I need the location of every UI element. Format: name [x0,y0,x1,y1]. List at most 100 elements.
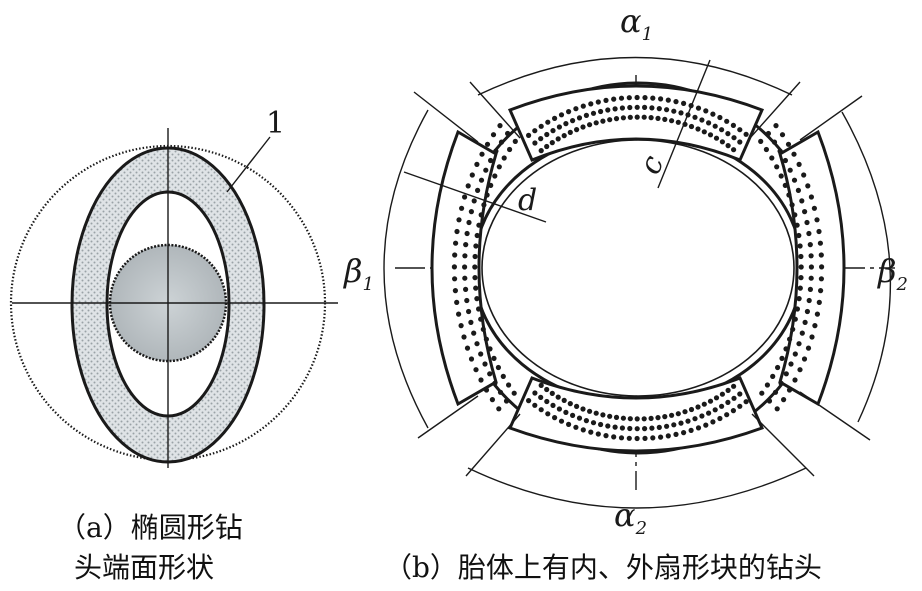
particle-dot [710,419,716,425]
particle-dot [587,408,593,414]
alpha1-dimension-arc [477,56,793,96]
particle-dot [764,382,771,388]
particle-dot [795,187,802,193]
particle-dot [538,382,544,388]
particle-dot [808,264,815,270]
particle-dot [783,371,789,377]
particle-dot [492,173,498,179]
particle-dot [712,123,718,129]
particle-dot [538,394,544,400]
particle-dot [812,323,818,329]
particle-dot [532,402,538,408]
particle-dot [713,135,720,141]
particle-dot [792,377,798,383]
particle-dot [573,106,579,112]
particle-dot [550,128,556,134]
caption-b: （b）胎体上有内、外扇形块的钻头 [384,551,822,584]
particle-dot [468,356,475,362]
particle-dot [743,131,749,137]
particle-dot [642,104,648,110]
c-dimension-line [657,59,711,189]
particle-dot [774,164,780,170]
particle-dot [538,148,544,154]
beta1-label: β1 [343,252,374,295]
particle-dot [611,96,617,102]
particle-dot [588,429,594,435]
particle-dot [642,426,648,432]
particle-dot [474,161,480,167]
particle-dot [778,173,784,179]
particle-dot [459,205,465,211]
particle-dot [713,395,720,401]
particle-dot [496,406,502,412]
particle-dot [771,139,778,145]
particle-dot [492,380,498,386]
particle-dot [570,118,576,124]
particle-dot [806,230,812,237]
particle-dot [626,435,632,441]
particle-dot [600,412,606,418]
particle-dot [538,123,544,129]
particle-dot [642,435,648,441]
particle-dot [458,323,464,329]
particle-dot [772,389,779,395]
inner-bore [472,130,804,406]
particle-dot [799,330,805,336]
particle-dot [549,140,555,146]
particle-dot [819,264,825,270]
particle-dot [465,183,471,189]
particle-dot [818,288,824,294]
particle-dot [483,167,489,173]
particle-dot [613,116,620,122]
elliptical-ring [70,146,266,464]
particle-dot [544,386,550,393]
particle-dot [649,425,655,431]
particle-dot [650,95,656,101]
particle-dot [634,104,640,110]
particle-dot [472,264,478,270]
particle-dot [695,425,702,431]
particle-dot [641,416,647,422]
particle-dot [463,286,469,292]
particle-dot [671,422,677,428]
particle-dot [620,415,627,421]
particle-dot [476,306,482,312]
particle-dot [758,138,764,144]
particle-dot [545,411,551,417]
particle-dot [598,108,604,115]
particle-dot [669,118,675,124]
particle-dot [603,433,609,439]
particle-dot [627,416,633,422]
part-b-diagram: α1 α2 β1 β2 c d [343,2,908,539]
particle-dot [688,427,694,433]
ext-line [469,81,521,139]
particle-dot [588,101,594,107]
particle-dot [786,192,792,198]
particle-dot [766,398,773,404]
particle-dot [544,143,550,150]
particle-dot [811,205,818,211]
particle-dot [808,275,814,281]
particle-dot [673,99,679,105]
particle-dot [816,299,822,305]
ext-line [799,95,863,141]
particle-dot [802,319,808,325]
particle-dot [593,120,599,126]
particle-dot [478,377,484,383]
particle-dot [558,112,565,118]
particle-dot [479,151,485,157]
particle-dot [737,403,743,409]
particle-dot [478,316,484,322]
particle-dot [699,117,705,123]
particle-dot [695,404,701,410]
particle-dot [611,434,617,440]
particle-dot [737,127,743,133]
particle-dot [801,356,808,362]
particle-dot [805,345,812,351]
particle-dot [573,424,579,430]
particle-dot [692,416,698,422]
particle-dot [774,406,780,412]
particle-dot [770,373,776,379]
particle-dot [552,115,558,121]
particle-dot [809,334,815,340]
